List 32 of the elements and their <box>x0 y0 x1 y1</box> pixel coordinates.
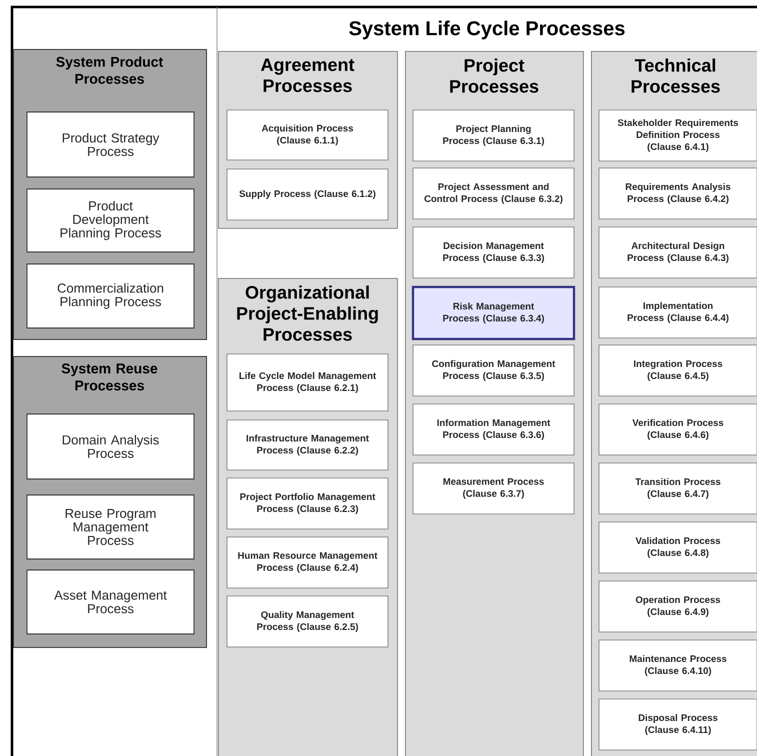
process-box: Product Development Planning Process <box>26 188 194 252</box>
process-box: Domain Analysis Process <box>26 414 194 480</box>
process-box: Supply Process (Clause 6.1.2) <box>226 168 388 220</box>
process-box: Requirements Analysis Process (Clause 6.4.2) <box>598 168 757 220</box>
process-box: Acquisition Process (Clause 6.1.1) <box>226 110 388 160</box>
process-box: Transition Process (Clause 6.4.7) <box>598 462 757 514</box>
process-box: Product Strategy Process <box>26 112 194 178</box>
process-box: Asset Management Process <box>26 570 194 634</box>
process-box: Disposal Process (Clause 6.4.11) <box>598 698 757 750</box>
process-box: Human Resource Management Process (Clause 6.2.4) <box>226 536 388 588</box>
process-box: Reuse Program Management Process <box>26 494 194 560</box>
process-box: Architectural Design Process (Clause 6.4.3) <box>598 226 757 278</box>
process-box: Measurement Process (Clause 6.3.7) <box>412 462 574 514</box>
process-box: Implementation Process (Clause 6.4.4) <box>598 286 757 338</box>
process-box: Life Cycle Model Management Process (Clause 6.2.1) <box>226 354 388 412</box>
process-box: Commercialization Planning Process <box>26 264 194 328</box>
process-box: Validation Process (Clause 6.4.8) <box>598 522 757 574</box>
process-box: Project Portfolio Management Process (Clause 6.2.3) <box>226 478 388 530</box>
process-box: Stakeholder Requirements Definition Process (Clause 6.4.1) <box>598 110 757 162</box>
process-box: Information Management Process (Clause 6.3.6) <box>412 404 574 456</box>
process-box: Project Assessment and Control Process (Clause 6.3.2) <box>412 168 574 220</box>
process-box: Infrastructure Management Process (Clause 6.2.2) <box>226 420 388 470</box>
process-box: Operation Process (Clause 6.4.9) <box>598 580 757 632</box>
process-box: Maintenance Process (Clause 6.4.10) <box>598 640 757 692</box>
process-box: Quality Management Process (Clause 6.2.5) <box>226 596 388 648</box>
process-box: Decision Management Process (Clause 6.3.3) <box>412 226 574 278</box>
process-box: Verification Process (Clause 6.4.6) <box>598 404 757 456</box>
process-box: Configuration Management Process (Clause 6.3.5) <box>412 344 574 396</box>
process-box: Integration Process (Clause 6.4.5) <box>598 344 757 396</box>
process-box: Project Planning Process (Clause 6.3.1) <box>412 110 574 162</box>
process-box: Risk Management Process (Clause 6.3.4) <box>412 286 576 340</box>
title: System Life Cycle Processes <box>349 20 625 40</box>
